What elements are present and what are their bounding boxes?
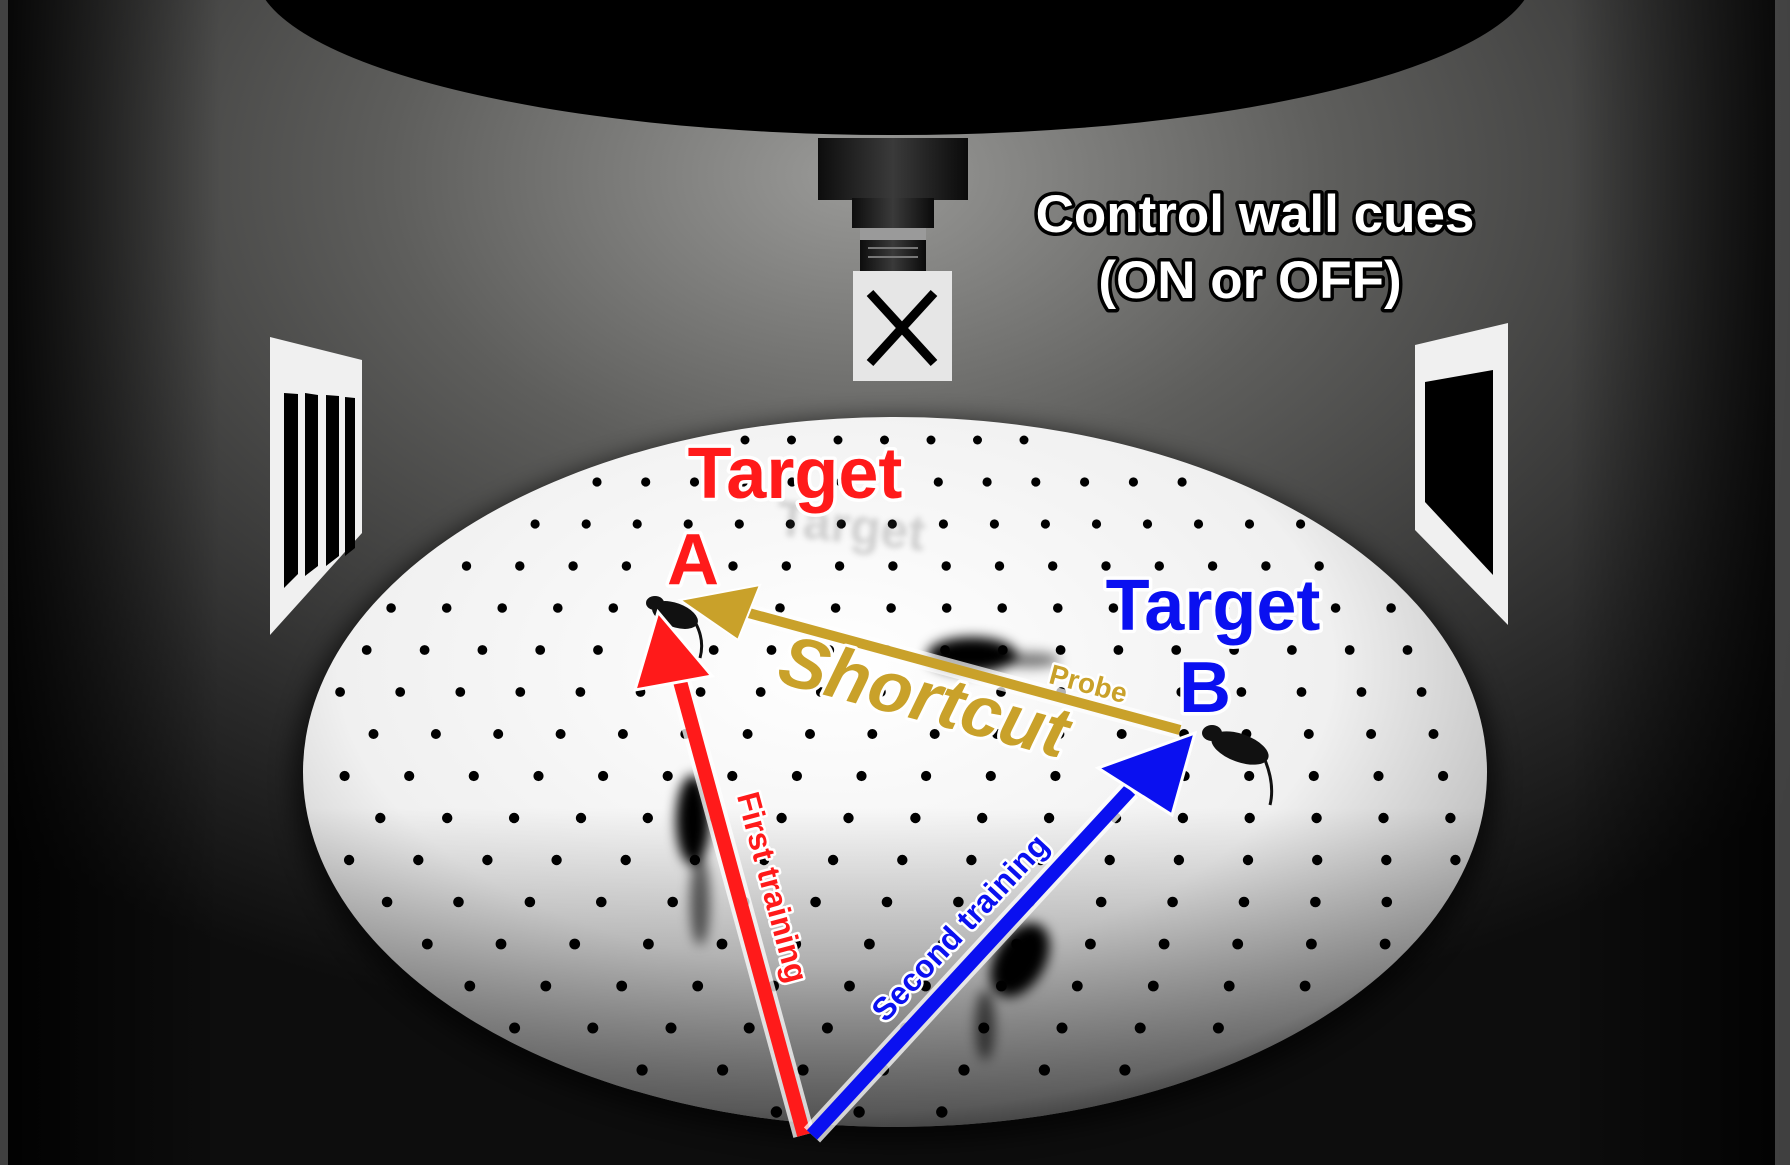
right-wall-shadow (1570, 0, 1790, 1165)
target-a-letter: A (667, 520, 719, 600)
left-wall-shadow (0, 0, 220, 1165)
target-b-word: Target (1106, 566, 1321, 646)
shortcut-arrow (677, 583, 1183, 739)
left-wall-edge (0, 0, 8, 1165)
second-training-arrow (803, 730, 1198, 1143)
floor-bottom-shade (303, 417, 1487, 1127)
animal-at-target-b (1202, 725, 1274, 806)
target-b-label: Target B (1102, 563, 1324, 732)
ceiling (265, 0, 1525, 135)
target-a-word: Target (688, 434, 903, 514)
black-square-icon (1415, 323, 1508, 625)
vertical-stripes-icon (270, 337, 362, 635)
animal-second-training-blur (975, 923, 1050, 1060)
target-b-letter: B (1179, 648, 1231, 728)
overhead-camera-icon (818, 138, 968, 280)
first-training-arrow (632, 608, 815, 1138)
control-wall-cues-line2: (ON or OFF) (1098, 251, 1401, 310)
x-cross-icon (853, 271, 952, 381)
control-wall-cues-line1: Control wall cues (1036, 185, 1475, 244)
target-a-label: Target A (664, 431, 906, 604)
right-wall-edge (1775, 0, 1790, 1165)
control-wall-cues-label: Control wall cues (ON or OFF) (1032, 182, 1478, 314)
